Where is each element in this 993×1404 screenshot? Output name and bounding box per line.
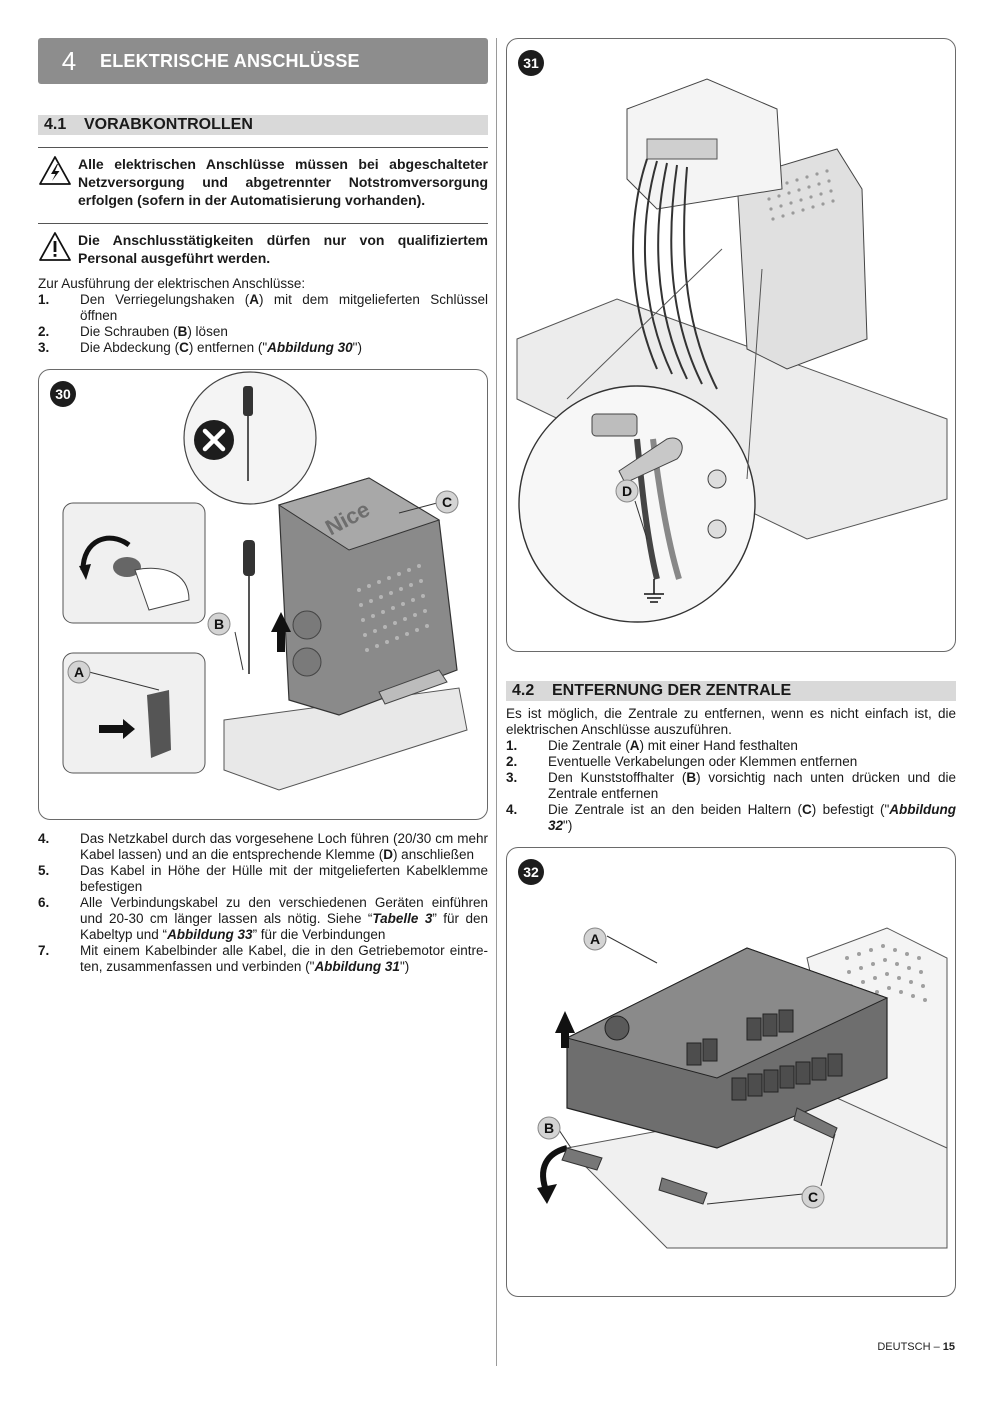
step-number: 4.: [506, 802, 518, 817]
callout-c: C: [808, 1189, 818, 1205]
list-item: 2. Die Schrauben (B) lösen: [38, 324, 488, 340]
section-number: 4.2: [512, 682, 535, 699]
warning-general-text: Die Anschlusstätigkeiten dürfen nur von …: [78, 232, 488, 266]
step-number: 5.: [38, 863, 50, 878]
list-item: 5. Das Kabel in Höhe der Hülle mit der m…: [38, 863, 488, 895]
callout-b: B: [214, 616, 224, 632]
arrow-right-icon: [99, 719, 135, 739]
section-header-4-2: 4.2 ENTFERNUNG DER ZENTRALE: [506, 681, 956, 701]
step-text: Den Verriegelungshaken (A) mit dem mitge…: [80, 292, 488, 323]
step-text: Die Abdeckung (C) entfernen ("Abbildung …: [80, 340, 362, 355]
section-header-4-1: 4.1 VORABKONTROLLEN: [38, 115, 488, 135]
callout-c: C: [442, 494, 452, 510]
chapter-number: 4: [61, 45, 77, 76]
warning-triangle-icon: [38, 231, 78, 272]
footer-language: DEUTSCH: [877, 1341, 931, 1353]
list-item: 1. Den Verriegelungshaken (A) mit dem mi…: [38, 292, 488, 324]
electric-hazard-icon: [38, 155, 78, 216]
step-text: Die Schrauben (B) lösen: [80, 324, 228, 339]
warning-electric-text: Alle elektrischen Anschlüsse müssen bei …: [78, 156, 488, 208]
right-column: D 31 4.2 ENTFERNUNG DER ZENTRALE Es ist …: [506, 38, 956, 1297]
callout-b: B: [544, 1120, 554, 1136]
callout-a: A: [590, 931, 600, 947]
figure-30: Nice: [38, 369, 488, 820]
list-item: 2. Eventuelle Verkabelungen oder Klemmen…: [506, 754, 956, 770]
vent-pattern: [357, 564, 429, 652]
terminal-blocks: [686, 1009, 843, 1101]
intro-text: Es ist möglich, die Zentrale zu entferne…: [506, 706, 956, 737]
list-item: 3. Den Kunststoffhalter (B) vorsichtig n…: [506, 770, 956, 802]
steps-list-b: 4. Das Netzkabel durch das vorgesehene L…: [38, 831, 488, 975]
chapter-title: ELEKTRISCHE ANSCHLÜSSE: [100, 50, 360, 71]
step-number: 2.: [506, 754, 518, 769]
list-item: 4. Die Zentrale ist an den beiden Halter…: [506, 802, 956, 834]
figure-number-badge: 31: [518, 50, 544, 76]
arrow-up-icon: [271, 612, 291, 652]
step-number: 2.: [38, 324, 50, 339]
step-number: 7.: [38, 943, 50, 958]
list-item: 1. Die Zentrale (A) mit einer Hand festh…: [506, 738, 956, 754]
detail-inset-terminal: [518, 385, 756, 623]
section-title: VORABKONTROLLEN: [84, 116, 253, 133]
callout-a: A: [74, 664, 84, 680]
figure-32: A B C 32: [506, 847, 956, 1297]
step-number: 1.: [506, 738, 518, 753]
step-text: Das Netzkabel durch das vorgesehene Loch…: [80, 831, 488, 862]
left-column: 4 ELEKTRISCHE ANSCHLÜSSE 4.1 VORABKONTRO…: [38, 38, 488, 975]
section-title: ENTFERNUNG DER ZENTRALE: [552, 682, 792, 699]
figure-number-badge: 32: [518, 859, 544, 885]
intro-text: Zur Ausführung der elektrischen Anschlüs…: [38, 276, 306, 291]
step-number: 6.: [38, 895, 50, 910]
page-number: 15: [942, 1341, 955, 1353]
figure-31-illustration: D: [516, 78, 948, 623]
warning-electric: Alle elektrischen Anschlüsse müssen bei …: [38, 147, 488, 216]
detail-inset-screw: [183, 371, 317, 505]
section-number: 4.1: [44, 116, 67, 133]
cable-bundle: [632, 158, 718, 390]
arrow-curved-icon: [540, 1145, 568, 1195]
list-item: 7. Mit einem Kabelbinder alle Kabel, die…: [38, 943, 488, 975]
column-divider: [496, 38, 497, 1366]
list-item: 3. Die Abdeckung (C) entfernen ("Abbildu…: [38, 340, 488, 356]
step-number: 1.: [38, 292, 50, 307]
figure-30-illustration: Nice: [62, 371, 468, 791]
list-item: 6. Alle Verbindungskabel zu den verschie…: [38, 895, 488, 943]
step-number: 3.: [38, 340, 50, 355]
page-footer: DEUTSCH – 15: [877, 1341, 955, 1353]
step-text: Den Kunststoffhalter (B) vorsichtig nach…: [548, 770, 956, 801]
steps-list-a: 1. Den Verriegelungshaken (A) mit dem mi…: [38, 292, 488, 356]
step-number: 4.: [38, 831, 50, 846]
figure-32-illustration: A B C: [537, 927, 948, 1249]
chapter-header: 4 ELEKTRISCHE ANSCHLÜSSE: [38, 38, 488, 84]
step-text: Die Zentrale ist an den beiden Haltern (…: [548, 802, 956, 833]
step-text: Eventuelle Verkabelungen oder Klemmen en…: [548, 754, 858, 769]
step-text: Die Zentrale (A) mit einer Hand festhalt…: [548, 738, 798, 753]
footer-separator: –: [930, 1341, 943, 1353]
arrow-up-icon: [555, 1011, 575, 1048]
step-text: Mit einem Kabelbinder alle Kabel, die in…: [80, 943, 488, 974]
figure-31: D 31: [506, 38, 956, 652]
list-item: 4. Das Netzkabel durch das vorgesehene L…: [38, 831, 488, 863]
steps-list-c: 1. Die Zentrale (A) mit einer Hand festh…: [506, 738, 956, 834]
screwdriver-icon: [243, 540, 255, 576]
step-number: 3.: [506, 770, 518, 785]
callout-d: D: [622, 483, 632, 499]
warning-general: Die Anschlusstätigkeiten dürfen nur von …: [38, 223, 488, 272]
step-text: Alle Verbindungskabel zu den verschieden…: [80, 895, 489, 942]
figure-number-badge: 30: [50, 381, 76, 407]
step-text: Das Kabel in Höhe der Hülle mit der mitg…: [80, 863, 488, 894]
ground-icon: [644, 579, 664, 603]
